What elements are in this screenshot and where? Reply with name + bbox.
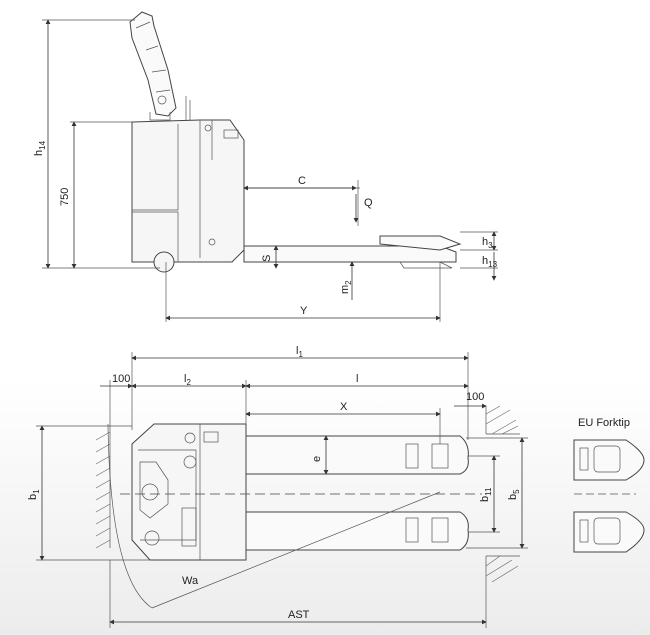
side-fork: [243, 187, 462, 269]
dim-label-h13: h13: [482, 255, 498, 269]
top-chassis: [131, 423, 247, 561]
dim-label-c: C: [298, 175, 306, 187]
top-forks: [245, 435, 469, 551]
dim-label-m2: m2: [339, 280, 353, 294]
dim-label-b11: b11: [479, 487, 493, 502]
dim-label-q: Q: [364, 197, 373, 209]
dim-label-e: e: [311, 456, 323, 462]
dim-label-y: Y: [300, 305, 308, 317]
top-view: l1 100 l2 l X 100 e b1 b11 b5 Wa AST: [27, 345, 528, 628]
tiller-arm: [129, 11, 191, 121]
wall-right: [485, 405, 520, 583]
dim-label-l2: l2: [184, 373, 191, 387]
dim-label-h3: h3: [482, 236, 493, 250]
turning-radius-arc: [107, 423, 153, 609]
dim-label-750: 750: [59, 188, 71, 206]
wall-left: [95, 431, 111, 549]
forktip-title: EU Forktip: [578, 417, 630, 429]
dim-label-100-right: 100: [466, 391, 484, 403]
dim-label-wa: Wa: [182, 575, 199, 587]
side-dimensions: [42, 19, 498, 322]
dim-label-h14: h14: [33, 140, 47, 156]
dim-label-ast: AST: [288, 609, 310, 621]
truck-body: [131, 119, 245, 263]
dim-label-x: X: [340, 401, 348, 413]
side-view: h14 750 C Q S m2 Y h3 h13: [33, 11, 498, 322]
dim-label-l: l: [356, 373, 358, 385]
eu-forktip-detail: EU Forktip: [573, 417, 645, 553]
dim-label-b5: b5: [507, 489, 521, 500]
dim-label-s: S: [261, 255, 273, 262]
drive-wheel: [153, 251, 175, 273]
dim-label-b1: b1: [27, 489, 41, 500]
top-dimensions: [36, 352, 528, 628]
dim-label-l1: l1: [296, 345, 303, 359]
dim-label-100-left: 100: [112, 373, 130, 385]
